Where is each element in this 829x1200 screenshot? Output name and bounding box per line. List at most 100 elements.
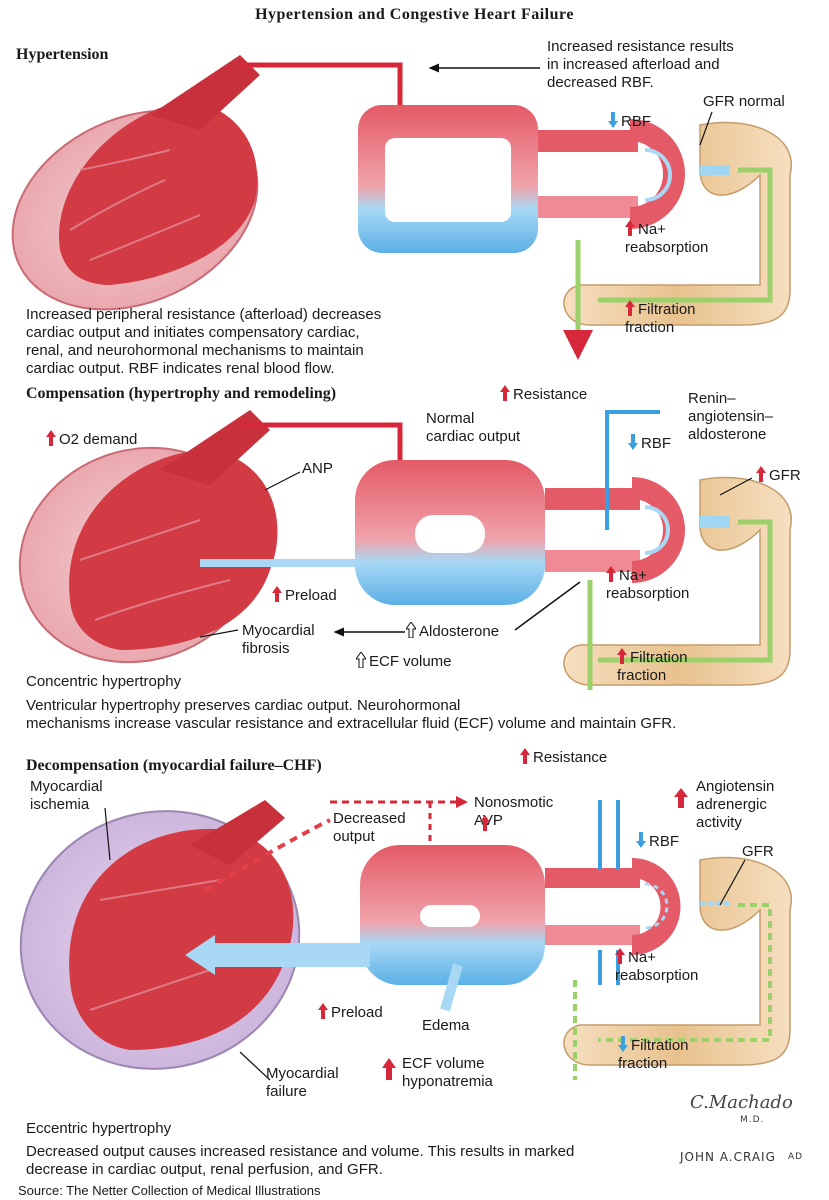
- preload-text: Preload: [285, 587, 337, 604]
- page-title: Hypertension and Congestive Heart Failur…: [255, 6, 574, 23]
- up-arrow-icon: [318, 1003, 328, 1019]
- up-outline-arrow-icon: [355, 651, 367, 669]
- section-heading-decompensation: Decompensation (myocardial failure–CHF): [26, 757, 322, 774]
- na-text: Na+ reabsorption: [615, 949, 699, 984]
- section-heading-compensation: Compensation (hypertrophy and remodeling…: [26, 385, 337, 402]
- down-arrow-icon: [618, 1036, 628, 1052]
- resistance-note: Increased resistance results in increase…: [547, 38, 734, 91]
- edema-label: Edema: [422, 1017, 470, 1034]
- gfr-text: GFR: [769, 467, 801, 484]
- up-arrow-icon: [272, 586, 282, 602]
- myo-failure-pointer: [239, 1051, 271, 1081]
- decreased-output-arrow: [204, 818, 331, 892]
- signature-craig-ad: AD: [788, 1152, 804, 1162]
- heart-3: [19, 800, 301, 1070]
- gfr-pointer-3: [719, 859, 746, 906]
- down-arrow-icon: [636, 832, 646, 848]
- concentric-label: Concentric hypertrophy: [26, 673, 182, 690]
- up-outline-arrow-icon: [405, 621, 417, 639]
- raas-arrow: [605, 410, 660, 530]
- edema-arrow: [440, 963, 463, 1012]
- tubule-3: [563, 856, 793, 1080]
- caption-2: Ventricular hypertrophy preserves cardia…: [26, 697, 677, 732]
- up-arrow-icon: [625, 300, 635, 316]
- angiotensin-label: Angiotensin adrenergic activity: [696, 778, 775, 831]
- filtration-text: Filtration fraction: [617, 649, 688, 684]
- ischemia-label: Myocardial ischemia: [30, 778, 103, 813]
- caption-1: Increased peripheral resistance (afterlo…: [26, 306, 382, 377]
- section-heading-hypertension: Hypertension: [16, 46, 109, 63]
- vascular-loop-3: [360, 845, 681, 985]
- signature-craig: JOHN A.CRAIG: [680, 1150, 776, 1164]
- rbf-text: RBF: [641, 435, 671, 452]
- down-arrow-icon: [608, 112, 618, 128]
- rbf-label-2: RBF: [628, 434, 671, 453]
- up-arrow-icon: [606, 566, 616, 582]
- fibrosis-label: Myocardial fibrosis: [242, 622, 315, 657]
- ecf-label-3: ECF volume hyponatremia: [402, 1055, 493, 1090]
- angiotensin-up-arrow-icon: [674, 788, 688, 813]
- resistance-text: Resistance: [513, 386, 588, 403]
- filtration-text: Filtration fraction: [625, 301, 696, 336]
- fibrosis-pointer: [199, 629, 239, 638]
- vascular-loop-2: [355, 460, 685, 605]
- up-arrow-icon: [500, 385, 510, 401]
- source-credit: Source: The Netter Collection of Medical…: [18, 1183, 321, 1198]
- output-arrow-2: [240, 422, 403, 470]
- heart-1: [11, 55, 260, 311]
- caption-3: Decreased output causes increased resist…: [26, 1143, 575, 1178]
- preload-label-3: Preload: [318, 1003, 383, 1022]
- up-arrow-icon: [520, 748, 530, 764]
- normal-output-label: Normal cardiac output: [426, 410, 521, 445]
- anp-pointer: [264, 471, 301, 491]
- up-arrow-icon: [756, 466, 766, 482]
- aldosterone-line: [514, 581, 581, 631]
- up-arrow-icon: [615, 948, 625, 964]
- na-text: Na+ reabsorption: [625, 221, 709, 256]
- gfr-pointer-1: [699, 111, 713, 146]
- na-text: Na+ reabsorption: [606, 567, 690, 602]
- up-arrow-icon: [625, 220, 635, 236]
- preload-text: Preload: [331, 1004, 383, 1021]
- up-arrow-icon: [46, 430, 56, 446]
- filtration-label-2: Filtration fraction: [617, 648, 688, 685]
- gfr-normal-label: GFR normal: [703, 93, 785, 110]
- na-reabsorption-label-3: Na+ reabsorption: [615, 948, 698, 985]
- ecf-label-2: ECF volume: [355, 651, 452, 671]
- na-reabsorption-label-2: Na+ reabsorption: [606, 566, 689, 603]
- rbf-label-3: RBF: [636, 832, 679, 851]
- resistance-label-3: Resistance: [520, 748, 607, 767]
- gfr-pointer-2: [719, 477, 753, 496]
- o2-text: O2 demand: [59, 431, 138, 448]
- resistance-text: Resistance: [533, 749, 608, 766]
- preload-label-2: Preload: [272, 586, 337, 605]
- filtration-label-3: Filtration fraction: [618, 1036, 689, 1073]
- gfr-label-3: GFR: [742, 843, 774, 860]
- ischemia-pointer: [104, 807, 111, 861]
- up-arrow-icon: [617, 648, 627, 664]
- heart-2: [18, 410, 278, 664]
- tubule-1: [563, 121, 793, 360]
- filtration-label-1: Filtration fraction: [625, 300, 696, 337]
- anp-label: ANP: [302, 460, 333, 477]
- ecf-up-arrow-icon: [382, 1058, 396, 1085]
- decreased-output-label: Decreased output: [333, 810, 406, 845]
- eccentric-label: Eccentric hypertrophy: [26, 1120, 172, 1137]
- o2-demand-label: O2 demand: [46, 430, 137, 449]
- gfr-label-2: GFR: [756, 466, 801, 485]
- avp-up-arrow-icon: [480, 815, 490, 836]
- ecf-text: ECF volume: [369, 653, 452, 670]
- afterload-arrow-1: [240, 62, 403, 118]
- myo-failure-label: Myocardial failure: [266, 1065, 339, 1100]
- resistance-label-2: Resistance: [500, 385, 587, 404]
- down-arrow-icon: [628, 434, 638, 450]
- renin-label: Renin– angiotensin– aldosterone: [688, 390, 774, 443]
- na-reabsorption-label-1: Na+ reabsorption: [625, 220, 708, 257]
- rbf-text: RBF: [621, 113, 651, 130]
- vascular-loop-1: [358, 105, 685, 253]
- signature-machado-md: M.D.: [740, 1115, 765, 1125]
- signature-machado: C.Machado: [690, 1092, 793, 1113]
- aldosterone-label: Aldosterone: [405, 621, 499, 641]
- tubule-2: [563, 476, 793, 690]
